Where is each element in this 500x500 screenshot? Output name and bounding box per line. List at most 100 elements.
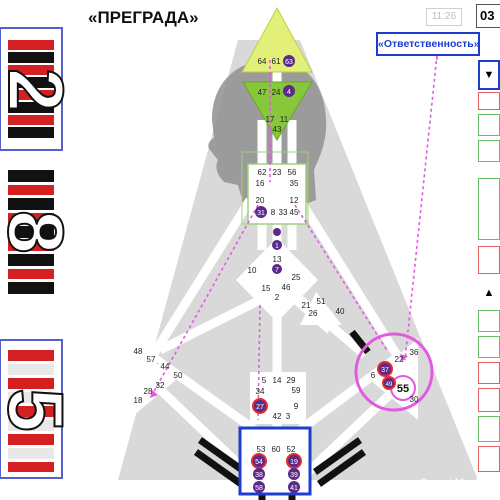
side-cell <box>478 310 500 332</box>
gate-25: 25 <box>292 273 301 282</box>
gate-54: 54 <box>255 459 263 466</box>
digit-panel-top: 2 <box>0 27 70 151</box>
digit-panel-middle: 8 <box>0 162 70 302</box>
gate-26: 26 <box>309 309 318 318</box>
gate-7: 7 <box>275 267 279 274</box>
gate-18: 18 <box>134 396 143 405</box>
gate-44: 44 <box>161 362 170 371</box>
author-credit: Sergei Mavlat <box>420 477 488 489</box>
gate-37: 37 <box>381 367 389 374</box>
gate-50: 50 <box>174 371 183 380</box>
gate-32: 32 <box>156 381 165 390</box>
left-digit-panels: 2 8 5 <box>0 27 70 479</box>
spleen-center <box>128 338 176 420</box>
gate-16: 16 <box>256 179 265 188</box>
gate-36: 36 <box>410 348 419 357</box>
gate-19: 19 <box>290 459 298 466</box>
side-cell <box>478 362 500 384</box>
side-cell <box>478 114 500 136</box>
arrow-up-icon[interactable]: ▲ <box>478 280 500 306</box>
gate-29: 29 <box>287 376 296 385</box>
gate-9: 9 <box>294 402 299 411</box>
gate-46: 46 <box>282 283 291 292</box>
gate-3: 3 <box>286 412 291 421</box>
gate-27: 27 <box>256 404 264 411</box>
g-center <box>236 238 318 322</box>
gate-53: 53 <box>257 445 266 454</box>
digit-panel-bottom: 5 <box>0 339 70 479</box>
gate-5: 5 <box>262 376 267 385</box>
gate-8: 8 <box>271 208 276 217</box>
gate-59: 59 <box>292 386 301 395</box>
highlight-circle <box>354 332 434 412</box>
gate-40: 40 <box>336 307 345 316</box>
sacral-center <box>250 372 306 424</box>
gate-28: 28 <box>144 387 153 396</box>
gate-49: 49 <box>386 382 393 388</box>
gate-14: 14 <box>273 376 282 385</box>
gate-58: 58 <box>255 485 263 492</box>
gate-63: 63 <box>285 59 293 66</box>
gate-15: 15 <box>262 284 271 293</box>
gate-39: 39 <box>290 472 298 479</box>
gate-11: 11 <box>280 115 289 124</box>
gate-34: 34 <box>256 387 265 396</box>
side-cell <box>478 246 500 274</box>
gate-21: 21 <box>302 301 311 310</box>
gate-56: 56 <box>288 168 297 177</box>
gate-31: 31 <box>257 210 265 217</box>
gate-labels: 64 61 47 24 17 11 43 62 23 56 16 35 20 1… <box>134 57 419 454</box>
gate-33: 33 <box>279 208 288 217</box>
digit-bottom: 5 <box>0 388 70 431</box>
gate-51: 51 <box>317 297 326 306</box>
side-cell <box>478 388 500 412</box>
gate-43: 43 <box>273 125 282 134</box>
gate-10: 10 <box>248 266 257 275</box>
gate-22: 22 <box>395 355 404 364</box>
gate-35: 35 <box>290 179 299 188</box>
side-cell <box>478 446 500 472</box>
gate-62: 62 <box>258 168 267 177</box>
page-title: «ПРЕГРАДА» <box>88 8 199 27</box>
gate-38: 38 <box>255 472 263 479</box>
gate-2: 2 <box>275 293 280 302</box>
gate-12: 12 <box>290 196 299 205</box>
gate-23: 23 <box>273 168 282 177</box>
corner-value: 03 <box>476 4 500 28</box>
side-cell <box>478 336 500 358</box>
purple-gate-badges: 63 4 31 1 7 27 37 49 54 19 38 39 58 41 <box>251 55 396 493</box>
gate-57: 57 <box>147 355 156 364</box>
gate-42: 42 <box>273 412 282 421</box>
pink-arrowheads <box>150 354 408 398</box>
gate-20: 20 <box>256 196 265 205</box>
side-cell <box>478 178 500 240</box>
gate-60: 60 <box>272 445 281 454</box>
time-display: 11:26 <box>426 8 462 26</box>
gate-47: 47 <box>258 88 267 97</box>
side-cell <box>478 140 500 162</box>
gate-52: 52 <box>287 445 296 454</box>
gate-55: 55 <box>397 383 409 395</box>
gate-48: 48 <box>134 347 143 356</box>
gate-41: 41 <box>290 485 298 492</box>
gate-17: 17 <box>266 115 275 124</box>
ajna-center <box>242 81 313 141</box>
gate-4: 4 <box>287 89 291 96</box>
responsibility-label: «Ответственность» <box>376 32 480 56</box>
side-cell <box>478 416 500 442</box>
gate-24: 24 <box>272 88 281 97</box>
gate-1: 1 <box>275 243 279 250</box>
gate-45: 45 <box>290 208 299 217</box>
gate-64: 64 <box>258 57 267 66</box>
gate-30: 30 <box>410 395 419 404</box>
head-center <box>241 6 313 73</box>
digit-middle: 8 <box>0 210 70 253</box>
arrow-down-icon[interactable]: ▼ <box>478 60 500 90</box>
gate-6: 6 <box>371 371 376 380</box>
gate-13: 13 <box>273 255 282 264</box>
gate-61: 61 <box>272 57 281 66</box>
right-side-column: ▼ ▲ <box>478 60 500 500</box>
ego-center <box>300 292 342 325</box>
digit-top: 2 <box>0 68 70 111</box>
